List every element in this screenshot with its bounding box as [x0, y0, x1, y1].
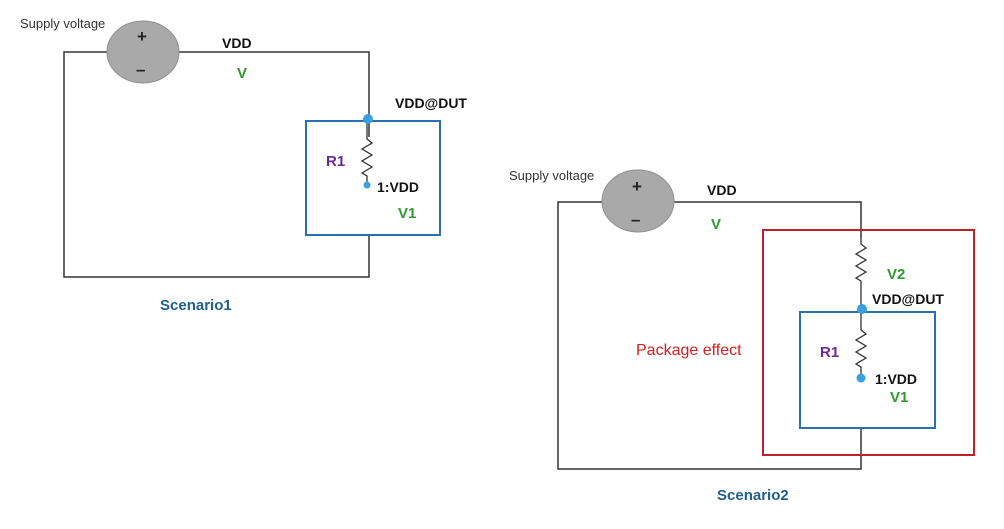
scenario2-minus-sign: –: [631, 210, 641, 229]
scenario1-title: Scenario1: [160, 297, 232, 314]
scenario1-1vdd-node: [363, 181, 371, 189]
scenario2-1vdd-node: [856, 373, 866, 383]
scenario2-r1-label: R1: [820, 344, 840, 361]
scenario1-outer-wire: [63, 51, 370, 278]
scenario2-v1-label: V1: [890, 389, 909, 406]
scenario2-vdd-dut-node: [857, 304, 867, 314]
scenario2-top-wire: [673, 201, 862, 238]
scenario1-vdd-dut-label: VDD@DUT: [395, 95, 467, 111]
scenario2-v2-label: V2: [887, 266, 906, 283]
scenario1-supply-voltage-label: Supply voltage: [20, 16, 106, 31]
scenario2-circuit: [557, 169, 975, 470]
scenario1-vdd-label: VDD: [222, 35, 252, 51]
scenario2-package-box: [762, 229, 975, 456]
scenario2-v-label: V: [711, 216, 722, 233]
scenario1-top-wire: [178, 51, 370, 137]
scenario1-plus-sign: +: [137, 27, 147, 46]
scenario2-1vdd-label: 1:VDD: [875, 371, 918, 387]
scenario1-1vdd-label: 1:VDD: [377, 179, 420, 195]
scenario2-plus-sign: +: [632, 177, 642, 196]
scenario2-vdd-dut-label: VDD@DUT: [872, 291, 944, 307]
scenario2-supply-voltage-label: Supply voltage: [509, 168, 595, 183]
scenario1-minus-sign: –: [136, 60, 146, 79]
scenario1-voltage-source-icon: [106, 20, 180, 84]
scenario1-resistor-icon: [360, 121, 374, 185]
scenario2-vdd-label: VDD: [707, 182, 737, 198]
scenario2-resistor-icon: [854, 312, 868, 378]
scenario1-v-label: V: [237, 65, 248, 82]
scenario2-voltage-source-icon: [601, 169, 675, 233]
scenario1-dut-box: [305, 120, 441, 236]
scenario1-r1-label: R1: [326, 153, 346, 170]
scenario2-package-resistor-icon: [854, 238, 868, 307]
scenario1-v1-label: V1: [398, 205, 417, 222]
scenario2-dut-box: [799, 311, 936, 429]
scenario2-title: Scenario2: [717, 487, 789, 504]
scenario1-vdd-dut-node: [363, 114, 373, 124]
scenario1-circuit: [63, 20, 441, 278]
scenario2-package-effect-label: Package effect: [636, 342, 742, 359]
